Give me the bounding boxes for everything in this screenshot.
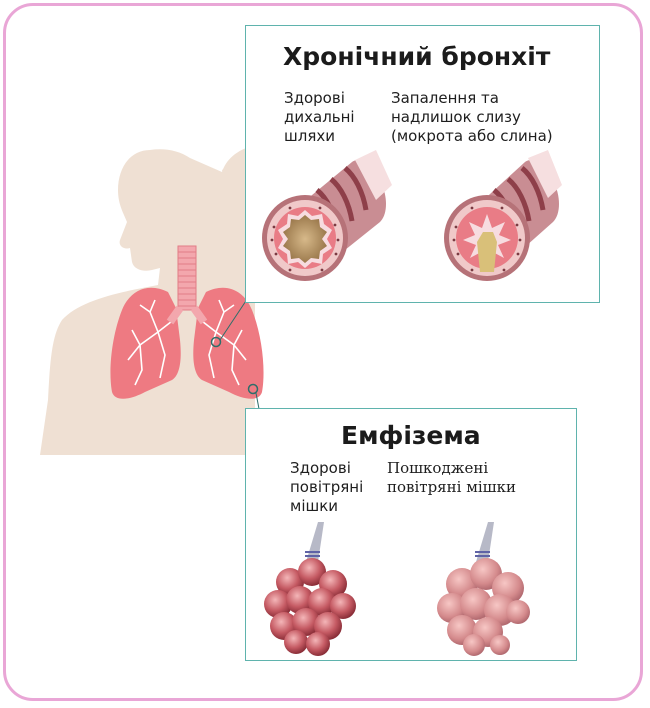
- damaged-alveoli-illustration: [437, 522, 530, 656]
- healthy-airway-label: Здорові дихальні шляхи: [284, 89, 355, 146]
- damaged-alveoli-label: Пошкоджені повітряні мішки: [387, 459, 516, 497]
- healthy-alveoli-illustration: [264, 522, 356, 656]
- bronchitis-title: Хронічний бронхіт: [283, 42, 550, 71]
- healthy-alveoli-label: Здорові повітряні мішки: [290, 459, 363, 516]
- emphysema-title: Емфізема: [341, 421, 481, 450]
- inflamed-airway-illustration: [444, 150, 562, 281]
- healthy-airway-illustration: [262, 150, 392, 281]
- inflamed-airway-label: Запалення та надлишок слизу (мокрота або…: [391, 89, 553, 146]
